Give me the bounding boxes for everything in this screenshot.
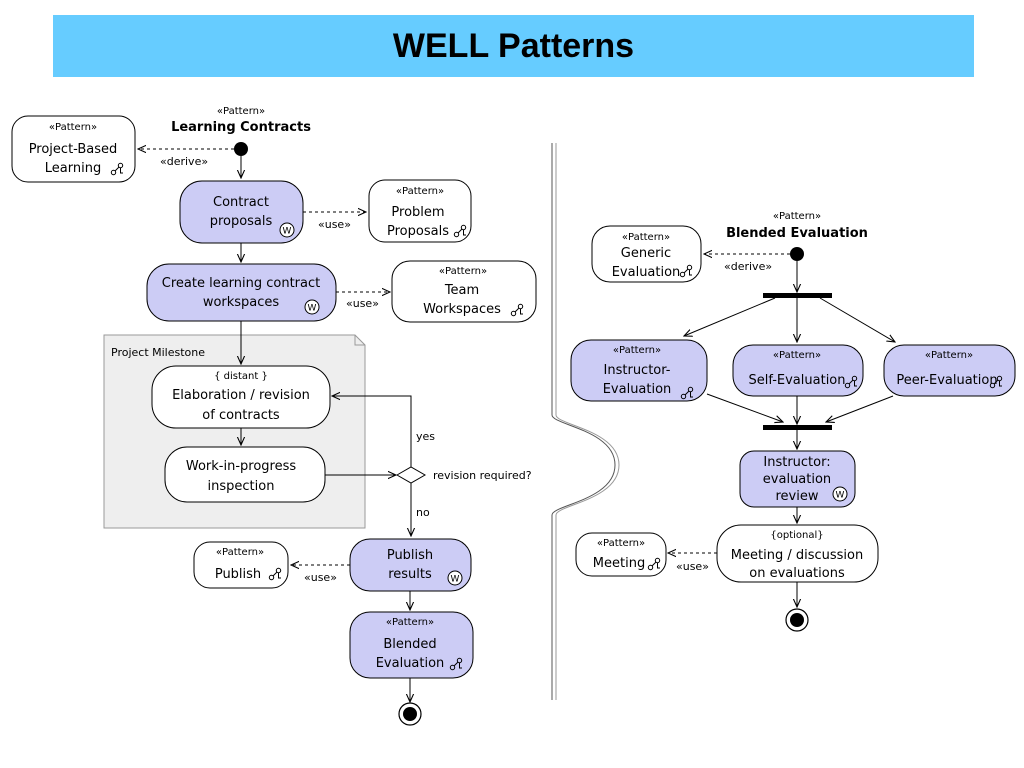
elaboration-activity[interactable]: { distant } Elaboration / revision of co… [151, 365, 331, 429]
generic-label-2: Evaluation [612, 265, 681, 280]
pattern-stereotype: «Pattern» [773, 350, 821, 361]
flow-arrow [684, 297, 776, 336]
derive-label: «derive» [724, 260, 772, 273]
create-workspaces-label-2: workspaces [203, 295, 280, 310]
end-node [398, 702, 422, 726]
meeting-discussion-label-1: Meeting / discussion [731, 548, 863, 563]
pattern-stereotype: «Pattern» [925, 350, 973, 361]
publish-pattern-label: Publish [215, 567, 261, 582]
start-node [790, 247, 804, 261]
peer-eval-label: Peer-Evaluation [896, 373, 997, 388]
pattern-stereotype: «Pattern» [613, 345, 661, 356]
publish-results-label-2: results [388, 567, 432, 582]
w-badge-icon [279, 222, 295, 238]
slide-title: WELL Patterns [392, 26, 635, 65]
learning-contracts-stereotype: «Pattern» [217, 106, 265, 117]
blended-evaluation-stereotype: «Pattern» [773, 211, 821, 222]
flow-arrow [706, 393, 783, 422]
title-bar: WELL Patterns [53, 15, 974, 77]
meeting-discussion-activity[interactable]: {optional} Meeting / discussion on evalu… [716, 524, 879, 583]
decision-question: revision required? [433, 469, 532, 482]
pattern-stereotype: «Pattern» [386, 617, 434, 628]
use-label: «use» [304, 571, 337, 584]
wip-label-1: Work-in-progress [186, 459, 296, 474]
contract-proposals-label-1: Contract [213, 195, 269, 210]
separator-line [551, 143, 616, 700]
separator-line-shadow [555, 143, 620, 700]
wip-label-2: inspection [208, 479, 275, 494]
instructor-eval-label-1: Instructor- [604, 363, 671, 378]
create-workspaces-label-1: Create learning contract [162, 276, 321, 291]
project-based-label-2: Learning [45, 161, 101, 176]
pattern-stereotype: «Pattern» [622, 232, 670, 243]
pattern-stereotype: «Pattern» [49, 122, 97, 133]
review-label-3: review [776, 489, 819, 504]
distant-constraint: { distant } [214, 371, 268, 382]
self-evaluation-pattern[interactable]: «Pattern» Self-Evaluation [732, 344, 864, 397]
blended-evaluation-pattern[interactable]: «Pattern» Blended Evaluation [349, 611, 474, 679]
pattern-stereotype: «Pattern» [439, 266, 487, 277]
fork-bar [763, 293, 832, 298]
decision-node [395, 466, 427, 484]
problem-proposals-label-2: Proposals [387, 224, 449, 239]
pattern-stereotype: «Pattern» [597, 538, 645, 549]
derive-label: «derive» [160, 155, 208, 168]
blended-evaluation-title: Blended Evaluation [726, 226, 868, 241]
meeting-pattern-label: Meeting [593, 556, 645, 571]
create-workspaces-activity[interactable]: Create learning contract workspaces [146, 263, 337, 322]
instructor-review-activity[interactable]: Instructor: evaluation review [739, 450, 856, 508]
generic-evaluation-pattern[interactable]: «Pattern» Generic Evaluation [591, 225, 702, 283]
w-badge-icon [832, 486, 848, 502]
meeting-pattern[interactable]: «Pattern» Meeting [575, 532, 667, 577]
flow-arrow [819, 297, 895, 342]
peer-evaluation-pattern[interactable]: «Pattern» Peer-Evaluation [883, 344, 1016, 397]
elaboration-label-2: of contracts [202, 408, 280, 423]
join-bar [763, 425, 832, 430]
instructor-evaluation-pattern[interactable]: «Pattern» Instructor- Evaluation [570, 339, 708, 402]
team-workspaces-label-2: Workspaces [423, 302, 501, 317]
review-label-1: Instructor: [763, 455, 830, 470]
flow-arrow [826, 395, 894, 422]
yes-label: yes [416, 430, 435, 443]
publish-pattern[interactable]: «Pattern» Publish [193, 541, 289, 589]
learning-contracts-title: Learning Contracts [171, 120, 311, 135]
project-based-learning-pattern[interactable]: «Pattern» Project-Based Learning [11, 115, 136, 183]
publish-results-label-1: Publish [387, 548, 433, 563]
pattern-stereotype: «Pattern» [396, 186, 444, 197]
yes-flow-arrow [332, 396, 412, 467]
pattern-stereotype: «Pattern» [216, 547, 264, 558]
optional-constraint: {optional} [770, 530, 823, 541]
w-badge-icon [304, 299, 320, 315]
review-label-2: evaluation [763, 472, 831, 487]
self-eval-label: Self-Evaluation [748, 373, 845, 388]
instructor-eval-label-2: Evaluation [603, 382, 672, 397]
use-label: «use» [676, 560, 709, 573]
use-label: «use» [346, 297, 379, 310]
contract-proposals-activity[interactable]: Contract proposals [179, 180, 304, 244]
milestone-label: Project Milestone [111, 346, 205, 359]
elaboration-label-1: Elaboration / revision [172, 388, 310, 403]
blended-label-1: Blended [383, 637, 436, 652]
wip-inspection-activity[interactable]: Work-in-progress inspection [164, 446, 326, 503]
w-badge-icon [447, 570, 463, 586]
problem-proposals-pattern[interactable]: «Pattern» Problem Proposals [368, 179, 472, 243]
contract-proposals-label-2: proposals [210, 214, 273, 229]
problem-proposals-label-1: Problem [391, 205, 444, 220]
use-label: «use» [318, 218, 351, 231]
start-node [234, 142, 248, 156]
team-workspaces-label-1: Team [444, 283, 479, 298]
generic-label-1: Generic [621, 246, 671, 261]
publish-results-activity[interactable]: Publish results [349, 538, 472, 592]
project-based-label-1: Project-Based [29, 142, 118, 157]
end-node [785, 608, 809, 632]
no-label: no [416, 506, 430, 519]
meeting-discussion-label-2: on evaluations [749, 566, 845, 581]
team-workspaces-pattern[interactable]: «Pattern» Team Workspaces [391, 260, 537, 323]
blended-label-2: Evaluation [376, 656, 445, 671]
